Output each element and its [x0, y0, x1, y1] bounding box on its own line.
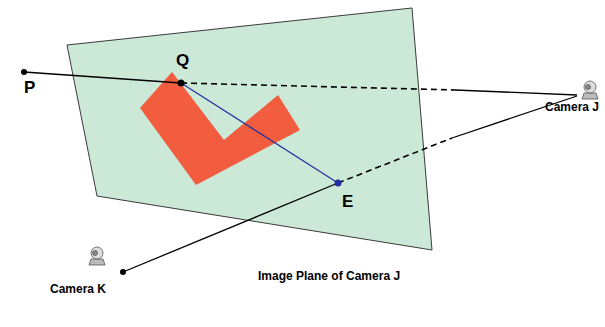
point-dot	[21, 69, 27, 75]
point-label: P	[24, 79, 35, 98]
epipolar-line	[181, 83, 338, 183]
point-dot	[120, 269, 126, 275]
ray-line	[24, 72, 181, 83]
baseline-line-dashed	[338, 138, 452, 183]
ray-line-dashed	[181, 83, 455, 90]
point-label: E	[342, 193, 353, 212]
camera-label: Camera K	[50, 283, 106, 296]
point-label: Q	[176, 52, 189, 71]
l-shape-object	[140, 72, 300, 185]
plane-caption: Image Plane of Camera J	[258, 270, 400, 283]
camera-icon	[89, 247, 105, 265]
ray-line	[455, 90, 577, 95]
point-dot	[178, 80, 185, 87]
epipole-dot	[335, 180, 342, 187]
image-plane	[67, 8, 432, 250]
camera-icon	[582, 81, 598, 99]
baseline-line	[123, 183, 338, 272]
camera-label: Camera J	[545, 101, 599, 114]
